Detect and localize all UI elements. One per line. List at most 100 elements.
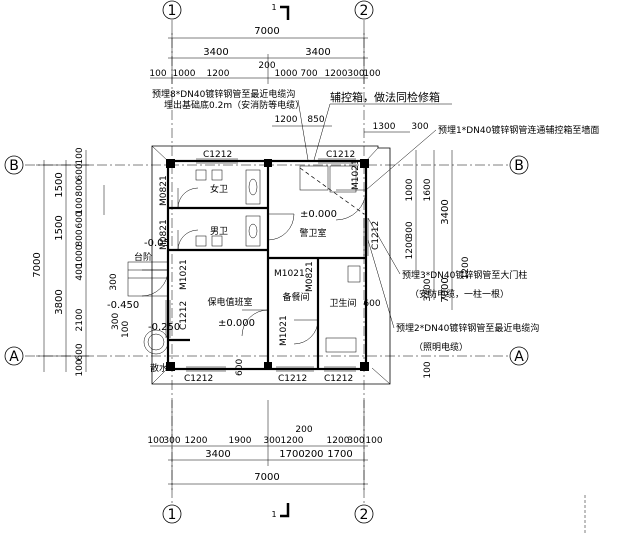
section-mark-top: 1 bbox=[271, 3, 290, 20]
svg-text:M1021: M1021 bbox=[274, 269, 305, 279]
bottom-dimensions: 100 300 1200 1900 300 1200 1200 300 100 … bbox=[147, 400, 383, 490]
note-aux-control-box: 辅控箱，做法同检修箱 bbox=[313, 90, 452, 161]
svg-text:100: 100 bbox=[75, 359, 85, 376]
svg-text:A: A bbox=[9, 349, 19, 365]
note-conduit-to-wall: 预埋1*DN40镀锌钢管连通辅控箱至墙面 bbox=[365, 124, 599, 191]
svg-text:1000: 1000 bbox=[405, 178, 415, 201]
svg-text:850: 850 bbox=[307, 115, 324, 125]
top-dimensions: 7000 3400 3400 200 100 1000 1200 1000 70… bbox=[149, 26, 429, 133]
svg-text:100: 100 bbox=[121, 321, 131, 338]
svg-text:1200: 1200 bbox=[405, 236, 415, 259]
svg-text:3800: 3800 bbox=[54, 289, 65, 314]
svg-text:600: 600 bbox=[75, 211, 85, 228]
svg-text:300: 300 bbox=[109, 273, 119, 290]
svg-text:2100: 2100 bbox=[75, 308, 85, 331]
svg-text:1200: 1200 bbox=[275, 115, 298, 125]
svg-text:2: 2 bbox=[360, 3, 369, 19]
svg-text:1700: 1700 bbox=[279, 449, 304, 460]
window-top-right bbox=[318, 158, 356, 164]
room-label-power-duty: 保电值班室 bbox=[207, 296, 252, 308]
svg-text:1700: 1700 bbox=[327, 449, 352, 460]
svg-text:C1212: C1212 bbox=[371, 221, 381, 250]
svg-text:1600: 1600 bbox=[423, 178, 433, 201]
room-label-womens-wc: 女卫 bbox=[210, 183, 228, 195]
svg-text:3400: 3400 bbox=[203, 47, 228, 58]
room-label-guard-room: 警卫室 bbox=[299, 227, 326, 239]
window-bottom-mid bbox=[276, 366, 314, 372]
svg-text:1500: 1500 bbox=[54, 172, 65, 197]
svg-text:预埋2*DN40镀锌钢管至最近电缆沟: 预埋2*DN40镀锌钢管至最近电缆沟 bbox=[396, 322, 539, 334]
svg-text:1200: 1200 bbox=[185, 436, 208, 446]
building-outline bbox=[151, 145, 391, 385]
svg-text:1: 1 bbox=[271, 510, 276, 519]
room-labels: 女卫 男卫 警卫室 保电值班室 备餐间 卫生间 bbox=[207, 183, 356, 309]
svg-text:预埋8*DN40镀锌钢管至最近电缆沟: 预埋8*DN40镀锌钢管至最近电缆沟 bbox=[152, 88, 295, 100]
left-dimensions: 7000 1500 1500 3800 100 600 800 100 600 … bbox=[32, 147, 119, 376]
axis-bubble-2-top: 2 bbox=[354, 0, 374, 20]
svg-text:200: 200 bbox=[295, 425, 312, 435]
svg-text:600: 600 bbox=[235, 359, 245, 376]
svg-text:7000: 7000 bbox=[440, 277, 451, 302]
window-right bbox=[363, 218, 369, 256]
svg-text:-0.250: -0.250 bbox=[148, 322, 180, 333]
svg-text:300: 300 bbox=[347, 69, 364, 79]
svg-text:M1021: M1021 bbox=[179, 259, 189, 290]
axis-bubble-a-right: A bbox=[509, 346, 529, 366]
svg-text:-0.450: -0.450 bbox=[107, 300, 139, 311]
svg-text:100: 100 bbox=[75, 197, 85, 214]
svg-text:300: 300 bbox=[263, 436, 280, 446]
svg-text:（安防电缆，一柱一根）: （安防电缆，一柱一根） bbox=[410, 288, 509, 300]
svg-text:3400: 3400 bbox=[305, 47, 330, 58]
svg-text:3400: 3400 bbox=[423, 278, 433, 301]
note-gate-pillar-conduit: 预埋3*DN40镀锌钢管至大门柱 （安防电缆，一柱一根） bbox=[367, 217, 527, 300]
axis-bubble-2-bottom: 2 bbox=[354, 504, 374, 524]
svg-text:7000: 7000 bbox=[32, 252, 43, 277]
svg-text:300: 300 bbox=[111, 313, 121, 330]
svg-text:1: 1 bbox=[271, 3, 276, 12]
svg-text:1200: 1200 bbox=[207, 69, 230, 79]
svg-text:预埋1*DN40镀锌钢管连通辅控箱至墙面: 预埋1*DN40镀锌钢管连通辅控箱至墙面 bbox=[438, 124, 599, 136]
svg-text:C1212: C1212 bbox=[278, 374, 307, 384]
axis-bubble-1-bottom: 1 bbox=[162, 504, 182, 524]
svg-text:600: 600 bbox=[363, 299, 380, 309]
svg-text:M0821: M0821 bbox=[159, 175, 169, 206]
svg-text:埋出基础底0.2m（安消防等电缆）: 埋出基础底0.2m（安消防等电缆） bbox=[164, 99, 304, 111]
svg-text:1500: 1500 bbox=[54, 215, 65, 240]
section-mark-bottom: 1 bbox=[271, 503, 290, 519]
note-lighting-conduit: 预埋2*DN40镀锌钢管至最近电缆沟 （照明电缆） bbox=[367, 239, 539, 353]
svg-text:200: 200 bbox=[304, 449, 323, 460]
svg-text:2: 2 bbox=[360, 507, 369, 523]
svg-text:300: 300 bbox=[411, 122, 428, 132]
svg-text:±0.000: ±0.000 bbox=[218, 318, 255, 329]
svg-text:-0.05: -0.05 bbox=[144, 238, 170, 249]
svg-text:1300: 1300 bbox=[373, 122, 396, 132]
svg-text:300: 300 bbox=[347, 436, 364, 446]
svg-text:100: 100 bbox=[75, 147, 85, 164]
svg-text:台阶: 台阶 bbox=[134, 251, 152, 263]
svg-text:预埋3*DN40镀锌钢管至大门柱: 预埋3*DN40镀锌钢管至大门柱 bbox=[402, 269, 527, 281]
svg-text:100: 100 bbox=[147, 436, 164, 446]
svg-text:B: B bbox=[514, 158, 524, 174]
svg-text:700: 700 bbox=[300, 69, 317, 79]
svg-text:C1212: C1212 bbox=[203, 150, 232, 160]
svg-text:M1021: M1021 bbox=[279, 315, 289, 346]
svg-text:辅控箱，做法同检修箱: 辅控箱，做法同检修箱 bbox=[330, 90, 440, 104]
svg-text:1: 1 bbox=[168, 3, 177, 19]
opening-tags: C1212 C1212 C1212 C1212 C1212 C1212 C121… bbox=[159, 150, 381, 384]
svg-text:800: 800 bbox=[75, 179, 85, 196]
window-bottom-right bbox=[324, 366, 356, 372]
doors bbox=[141, 187, 367, 345]
room-label-mens-wc: 男卫 bbox=[210, 226, 228, 237]
svg-text:±0.000: ±0.000 bbox=[300, 209, 337, 220]
svg-text:100: 100 bbox=[149, 69, 166, 79]
svg-text:M0821: M0821 bbox=[159, 219, 169, 250]
svg-text:800: 800 bbox=[75, 229, 85, 246]
fixtures bbox=[143, 165, 365, 355]
right-dimensions: 1000 300 1200 1600 3400 3400 7000 1200 1… bbox=[363, 150, 471, 379]
svg-text:1: 1 bbox=[168, 507, 177, 523]
axis-bubble-1-top: 1 bbox=[162, 0, 182, 20]
window-top-left bbox=[196, 158, 238, 164]
svg-text:300: 300 bbox=[405, 221, 415, 238]
svg-text:3400: 3400 bbox=[205, 449, 230, 460]
svg-text:（照明电缆）: （照明电缆） bbox=[414, 341, 468, 353]
